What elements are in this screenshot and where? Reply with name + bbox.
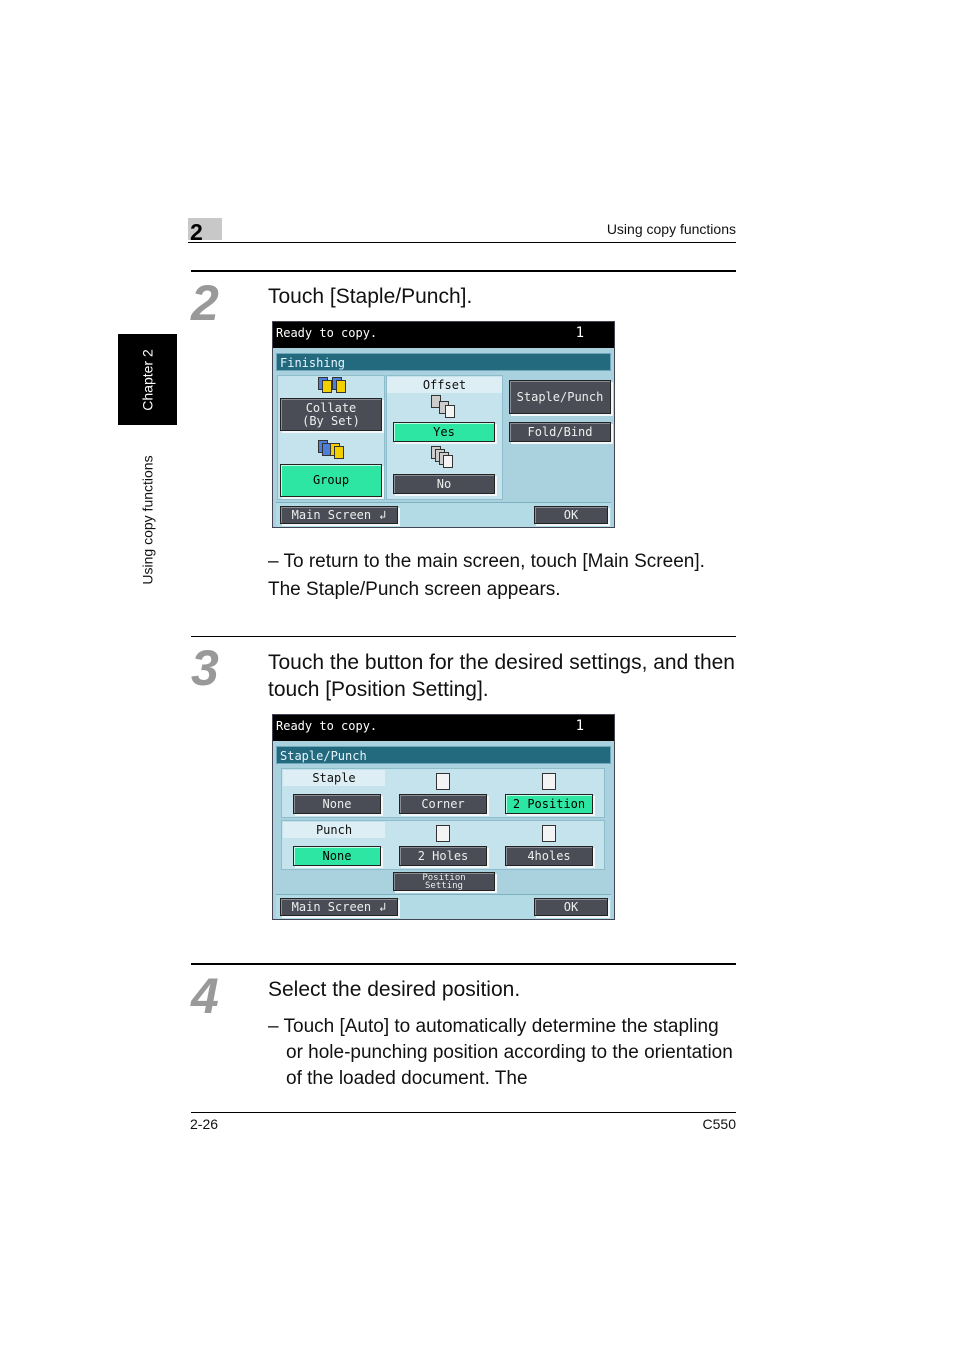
step-number: 3 bbox=[191, 640, 219, 696]
offset-yes-button[interactable]: Yes bbox=[393, 422, 495, 442]
page-number: 2-26 bbox=[190, 1116, 219, 1132]
header-rule bbox=[188, 242, 736, 243]
side-section-label-box: Using copy functions bbox=[118, 440, 177, 600]
punch-4-holes-button[interactable]: 4holes bbox=[505, 846, 593, 866]
ok-button[interactable]: OK bbox=[534, 506, 608, 524]
return-arrow-icon: ↲ bbox=[379, 899, 387, 914]
step-note: – To return to the main screen, touch [M… bbox=[268, 551, 705, 572]
offset-yes-icon bbox=[431, 395, 461, 421]
step-instruction: Touch [Staple/Punch]. bbox=[268, 285, 473, 308]
step-number: 2 bbox=[191, 275, 219, 331]
side-chapter-tab bbox=[118, 334, 177, 425]
four-holes-icon bbox=[542, 825, 558, 843]
chapter-number: 2 bbox=[190, 219, 203, 245]
copy-count: 1 bbox=[575, 325, 584, 341]
offset-no-icon bbox=[431, 446, 461, 472]
two-holes-icon bbox=[436, 825, 452, 843]
collate-icon bbox=[318, 377, 348, 395]
staple-punch-button[interactable]: Staple/Punch bbox=[509, 380, 611, 414]
collate-button[interactable]: Collate (By Set) bbox=[280, 398, 382, 431]
main-screen-button[interactable]: Main Screen ↲ bbox=[280, 898, 398, 916]
copy-count: 1 bbox=[575, 718, 584, 734]
side-chapter-label: Chapter 2 bbox=[139, 348, 156, 411]
staple-label: Staple bbox=[283, 770, 385, 786]
offset-label: Offset bbox=[387, 377, 502, 393]
header-section-title: Using copy functions bbox=[606, 221, 736, 237]
group-icon bbox=[318, 440, 348, 459]
staple-2-position-button[interactable]: 2 Position bbox=[505, 794, 593, 814]
staple-none-button[interactable]: None bbox=[293, 794, 381, 814]
corner-staple-icon bbox=[436, 773, 452, 791]
side-chapter-label-box: Chapter 2 bbox=[118, 334, 177, 425]
return-arrow-icon: ↲ bbox=[379, 507, 387, 522]
main-screen-label: Main Screen bbox=[291, 899, 372, 914]
punch-2-holes-button[interactable]: 2 Holes bbox=[399, 846, 487, 866]
status-text: Ready to copy. bbox=[276, 326, 378, 340]
main-screen-button[interactable]: Main Screen ↲ bbox=[280, 506, 398, 524]
step-rule bbox=[191, 963, 736, 965]
step-rule bbox=[191, 636, 736, 637]
side-section-label: Using copy functions bbox=[139, 455, 156, 585]
punch-label: Punch bbox=[283, 822, 385, 838]
step-note: – Touch [Auto] to automatically determin… bbox=[268, 1016, 733, 1089]
fold-bind-button[interactable]: Fold/Bind bbox=[509, 422, 611, 442]
model-name: C550 bbox=[702, 1116, 736, 1132]
screen-title: Staple/Punch bbox=[276, 746, 611, 764]
chapter-number-box: 2 bbox=[188, 218, 222, 245]
position-setting-button[interactable]: Position Setting bbox=[393, 872, 495, 891]
step-instruction: Touch the button for the desired setting… bbox=[268, 651, 735, 701]
main-screen-label: Main Screen bbox=[291, 507, 372, 522]
staple-corner-button[interactable]: Corner bbox=[399, 794, 487, 814]
finishing-screen: Ready to copy. 1 Finishing Collate (By S… bbox=[272, 321, 615, 528]
footer-rule bbox=[191, 1112, 736, 1113]
ok-button[interactable]: OK bbox=[534, 898, 608, 916]
offset-no-button[interactable]: No bbox=[393, 474, 495, 494]
step-rule bbox=[191, 270, 736, 272]
step-instruction: Select the desired position. bbox=[268, 978, 521, 1001]
screen-title: Finishing bbox=[276, 353, 611, 371]
status-text: Ready to copy. bbox=[276, 719, 378, 733]
staple-punch-screen: Ready to copy. 1 Staple/Punch Staple Non… bbox=[272, 714, 615, 920]
punch-none-button[interactable]: None bbox=[293, 846, 381, 866]
group-button[interactable]: Group bbox=[280, 464, 382, 497]
step-result: The Staple/Punch screen appears. bbox=[268, 579, 561, 600]
step-number: 4 bbox=[191, 968, 219, 1024]
status-bar: Ready to copy. 1 bbox=[273, 715, 614, 741]
status-bar: Ready to copy. 1 bbox=[273, 322, 614, 348]
two-position-staple-icon bbox=[542, 773, 558, 791]
